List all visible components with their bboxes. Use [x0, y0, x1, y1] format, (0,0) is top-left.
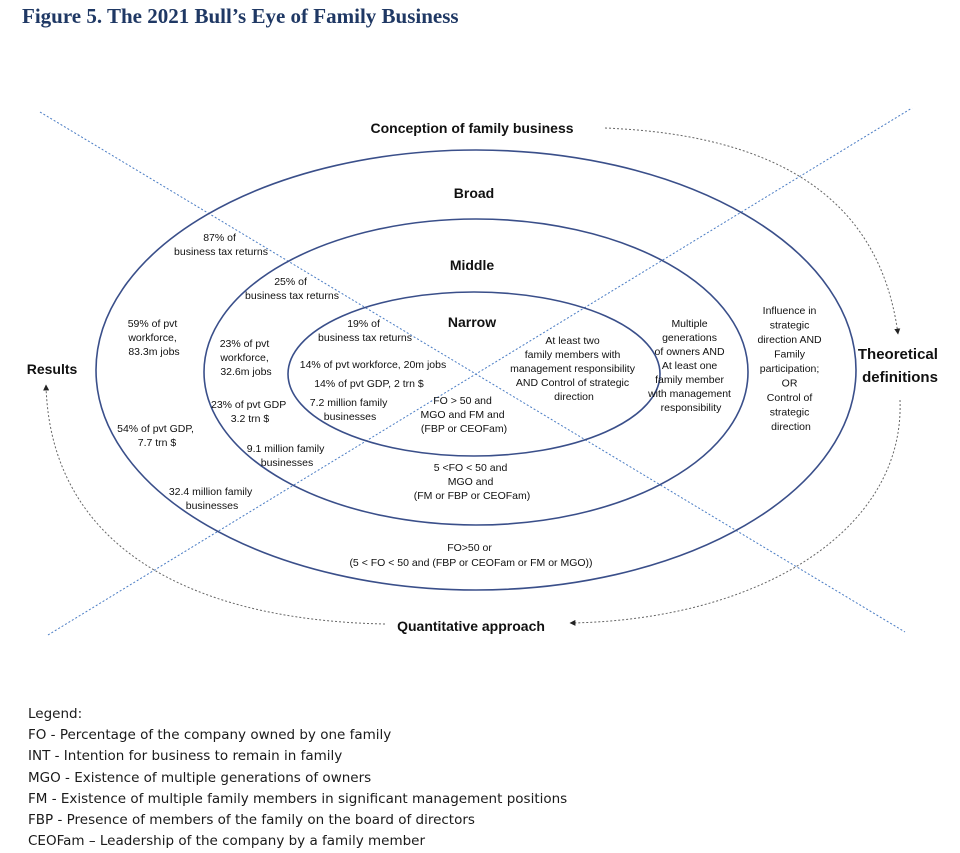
middle-gdp: 23% of pvt GDP 3.2 trn $ — [211, 399, 289, 425]
middle-workforce: 23% of pvt workforce, 32.6m jobs — [219, 338, 272, 378]
legend-item-ceofam: CEOFam – Leadership of the company by a … — [28, 833, 426, 850]
middle-businesses: 9.1 million family businesses — [247, 443, 328, 469]
legend-item-fbp: FBP - Presence of members of the family … — [28, 812, 475, 829]
quantitative-middle: 5 <FO < 50 and MGO and (FM or FBP or CEO… — [414, 462, 530, 502]
arrow-right-to-bottom — [569, 399, 901, 626]
broad-workforce: 59% of pvt workforce, 83.3m jobs — [127, 318, 180, 358]
axis-label-bottom: Quantitative approach — [397, 618, 545, 634]
legend-item-int: INT - Intention for business to remain i… — [28, 748, 343, 765]
arrow-bottom-to-left — [43, 384, 386, 625]
figure-title: Figure 5. The 2021 Bull’s Eye of Family … — [22, 4, 459, 28]
ellipse-broad — [95, 149, 857, 591]
legend-item-fm: FM - Existence of multiple family member… — [28, 790, 568, 807]
narrow-workforce: 14% of pvt workforce, 20m jobs — [300, 359, 446, 371]
axis-label-top: Conception of family business — [370, 120, 573, 136]
narrow-businesses: 7.2 million family businesses — [310, 397, 391, 423]
ellipse-narrow — [287, 291, 661, 457]
quantitative-narrow: FO > 50 and MGO and FM and (FBP or CEOFa… — [421, 395, 508, 435]
quantitative-broad: FO>50 or (5 < FO < 50 and (FBP or CEOFam… — [349, 542, 592, 569]
diagonal-line-descending — [39, 111, 906, 633]
axis-label-right: Theoretical definitions — [858, 346, 942, 386]
ring-label-middle: Middle — [450, 257, 495, 273]
narrow-gdp: 14% of pvt GDP, 2 trn $ — [314, 378, 424, 390]
axis-label-left: Results — [27, 361, 78, 377]
bulls-eye-diagram: Conception of family business Quantitati… — [27, 107, 942, 636]
definition-broad: Influence in strategic direction AND Fam… — [757, 305, 824, 433]
definition-narrow: At least two family members with managem… — [510, 335, 638, 403]
middle-tax-returns: 25% of business tax returns — [245, 276, 339, 302]
legend-item-fo: FO - Percentage of the company owned by … — [28, 727, 392, 744]
narrow-tax-returns: 19% of business tax returns — [318, 318, 412, 344]
definition-middle: Multiple generations of owners AND At le… — [647, 318, 734, 414]
ring-label-broad: Broad — [454, 185, 494, 201]
legend-item-mgo: MGO - Existence of multiple generations … — [28, 769, 372, 786]
ellipse-middle — [203, 218, 749, 526]
broad-gdp: 54% of pvt GDP, 7.7 trn $ — [117, 423, 197, 449]
broad-businesses: 32.4 million family businesses — [169, 486, 255, 512]
ring-label-narrow: Narrow — [448, 314, 496, 330]
arrow-top-to-right — [604, 127, 901, 335]
legend: Legend: FO - Percentage of the company o… — [28, 704, 567, 852]
broad-tax-returns: 87% of business tax returns — [174, 232, 268, 258]
legend-heading: Legend: — [28, 706, 83, 722]
diagonal-line-ascending — [47, 107, 913, 636]
